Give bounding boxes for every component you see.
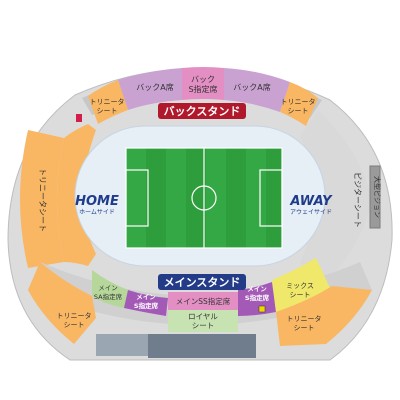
away-sub-label: アウェイサイド	[290, 208, 332, 216]
label-back-a-left: バックA席	[136, 82, 173, 92]
label-mix-2: シート	[290, 291, 311, 299]
label-trinita-left-vertical: トリニータシート	[38, 168, 47, 232]
corner-marker-bottom-right	[258, 305, 266, 313]
label-trinita-top-right-1: トリニータ	[281, 97, 316, 106]
section-mix[interactable]	[272, 258, 330, 312]
large-vision-screen	[369, 165, 381, 229]
label-trinita-bottom-left-2: シート	[64, 321, 85, 329]
section-trinita-bottom-left[interactable]	[28, 262, 96, 344]
label-trinita-bottom-left-1: トリニータ	[57, 311, 92, 320]
label-trinita-top-right-2: シート	[288, 107, 309, 115]
back-stand-label: バックスタンド	[164, 105, 241, 118]
home-sub-label: ホームサイド	[79, 209, 115, 216]
label-royal-2: シート	[192, 321, 215, 330]
section-main-ss[interactable]	[168, 292, 238, 312]
section-back-a-right[interactable]	[224, 68, 290, 112]
main-stand-label: メインスタンド	[164, 276, 241, 289]
label-main-sa-2: SA指定席	[94, 292, 123, 301]
label-visitor-vertical: ビジターシート	[353, 172, 362, 228]
label-trinita-top-left-1: トリニータ	[90, 97, 125, 106]
label-trinita-bottom-right-1: トリニータ	[287, 314, 322, 323]
label-main-s-right-1: メイン	[247, 285, 267, 293]
corner-marker-top-left	[76, 114, 82, 122]
label-back-a-right: バックA席	[233, 82, 270, 92]
label-back-s-line1: バック	[191, 75, 215, 84]
label-large-vision-vertical: 大型ビジョン	[373, 176, 382, 218]
label-trinita-bottom-right-2: シート	[294, 324, 315, 332]
section-main-s-left[interactable]	[124, 290, 168, 316]
section-trinita-left[interactable]	[20, 130, 64, 268]
label-back-s-line2: S指定席	[188, 84, 217, 94]
section-trinita-bottom-right[interactable]	[276, 286, 372, 346]
label-main-s-left-1: メイン	[136, 293, 156, 301]
section-royal[interactable]	[168, 310, 238, 332]
away-label: AWAY	[289, 194, 333, 209]
label-trinita-top-left-2: シート	[97, 107, 118, 115]
label-royal-1: ロイヤル	[188, 312, 218, 321]
label-main-s-right-2: S指定席	[245, 293, 270, 302]
label-main-s-left-2: S指定席	[134, 301, 159, 310]
main-stand-base	[148, 334, 256, 358]
section-trinita-top-right[interactable]	[280, 82, 318, 126]
label-mix-1: ミックス	[286, 282, 314, 290]
label-main-ss: メインSS指定席	[176, 296, 231, 306]
back-stand-label-bg	[158, 103, 246, 119]
section-trinita-top-left[interactable]	[88, 80, 128, 124]
section-main-s-right[interactable]	[238, 282, 276, 316]
pitch	[125, 147, 283, 249]
section-back-s[interactable]	[182, 67, 224, 100]
section-back-a-left[interactable]	[118, 68, 182, 110]
main-stand-label-bg	[158, 274, 246, 290]
section-main-sa[interactable]	[92, 270, 128, 308]
section-visitor-right[interactable]	[300, 110, 372, 290]
label-main-sa-1: メイン	[98, 284, 118, 292]
main-stand-base-left	[96, 334, 148, 356]
home-label: HOME	[75, 194, 119, 209]
